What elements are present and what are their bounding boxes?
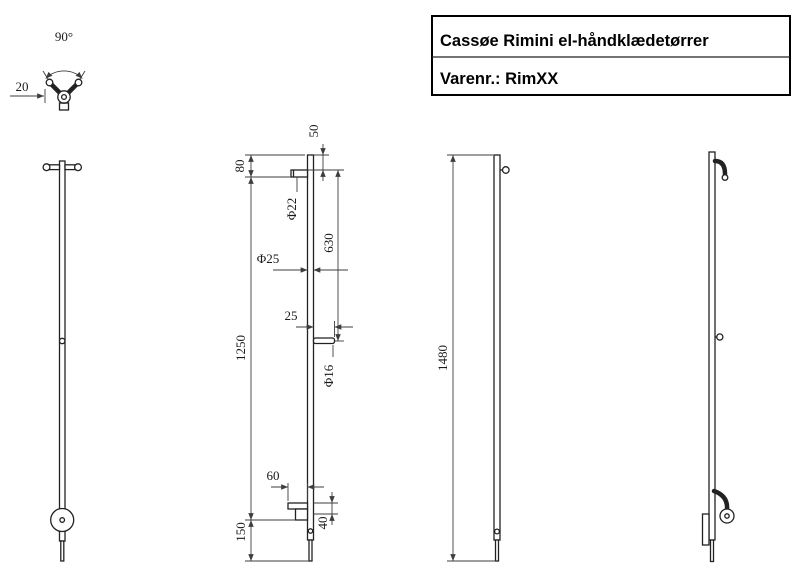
knob-stem-right	[65, 82, 79, 96]
dim-40-label: 40	[315, 517, 330, 530]
dia-25-label: Φ25	[257, 251, 280, 266]
dia-22-label: Φ22	[284, 198, 299, 221]
knob-end-right	[73, 163, 83, 172]
element-arm	[287, 502, 309, 510]
mid-set-screw	[58, 337, 66, 345]
item-number: Varenr.: RimXX	[440, 70, 558, 88]
mid-hook	[312, 337, 336, 345]
rail-bottom-stem	[709, 539, 715, 563]
dim-1480-extension-lines	[447, 154, 496, 562]
dim-60-extension-lines	[287, 483, 308, 501]
heating-element-housing	[50, 507, 75, 533]
bottom-screw	[493, 528, 501, 535]
dim-1480-label: 1480	[435, 345, 450, 371]
mid-knob	[716, 333, 724, 341]
detail-view-top: 90° 20	[10, 29, 86, 111]
top-hook-curve	[712, 158, 728, 177]
dim-1250-label: 1250	[233, 335, 248, 361]
knob-stem-right	[64, 164, 76, 171]
rail-body	[493, 154, 501, 541]
rail-bottom-stem	[60, 540, 65, 562]
dim-150-label: 150	[233, 522, 248, 542]
view-side-left	[42, 160, 83, 562]
dim-80-label: 80	[232, 160, 247, 173]
view-front-overall: 1480	[435, 154, 510, 562]
rail-body	[306, 154, 315, 541]
knob-stem-left	[49, 82, 63, 96]
title-block: Cassøe Rimini el-håndklædetørrer Varenr.…	[431, 15, 791, 96]
product-title: Cassøe Rimini el-håndklædetørrer	[440, 32, 709, 50]
rail-bottom-stem	[494, 539, 500, 562]
rail-bottom-stem	[308, 539, 313, 562]
rail-body	[708, 151, 716, 541]
knob-end-right	[74, 78, 83, 87]
rail-cross-section	[57, 90, 71, 104]
chain-extension-lines	[245, 154, 309, 562]
offset-label: 20	[16, 79, 29, 94]
view-side-right	[701, 151, 735, 563]
wall-mount-section	[58, 102, 70, 111]
angle-extension-lines	[42, 70, 86, 80]
view-front-dimensioned: 80 1250 150 50 Φ22 630 Φ25 25 Φ16 60	[232, 125, 353, 562]
rail-body	[58, 160, 66, 542]
towel-knob	[290, 169, 309, 178]
dia-16-label: Φ16	[321, 364, 336, 387]
title-block-border	[431, 15, 791, 96]
knob-end-left	[45, 78, 54, 87]
top-hook-end	[721, 174, 729, 181]
drain-screw	[307, 528, 314, 534]
angle-dimension-arc	[45, 70, 83, 79]
knob-end	[501, 166, 510, 174]
knob-end-left	[42, 163, 51, 172]
dim-40-extension-lines	[313, 502, 338, 515]
element-pipe-curve	[711, 488, 730, 512]
knob-stem-left	[48, 164, 61, 171]
angle-label: 90°	[55, 29, 73, 44]
dim-50-label: 50	[306, 125, 321, 138]
thermostat-knob-center	[724, 513, 730, 519]
rail-cross-section-inner	[60, 93, 68, 101]
dim-630-label: 630	[321, 233, 336, 253]
dim-60-label: 60	[267, 468, 280, 483]
element-body	[294, 508, 309, 521]
element-side-block	[701, 513, 710, 546]
thermostat-knob	[719, 508, 735, 524]
dim-25-label: 25	[285, 308, 298, 323]
heating-element-center	[59, 517, 66, 523]
